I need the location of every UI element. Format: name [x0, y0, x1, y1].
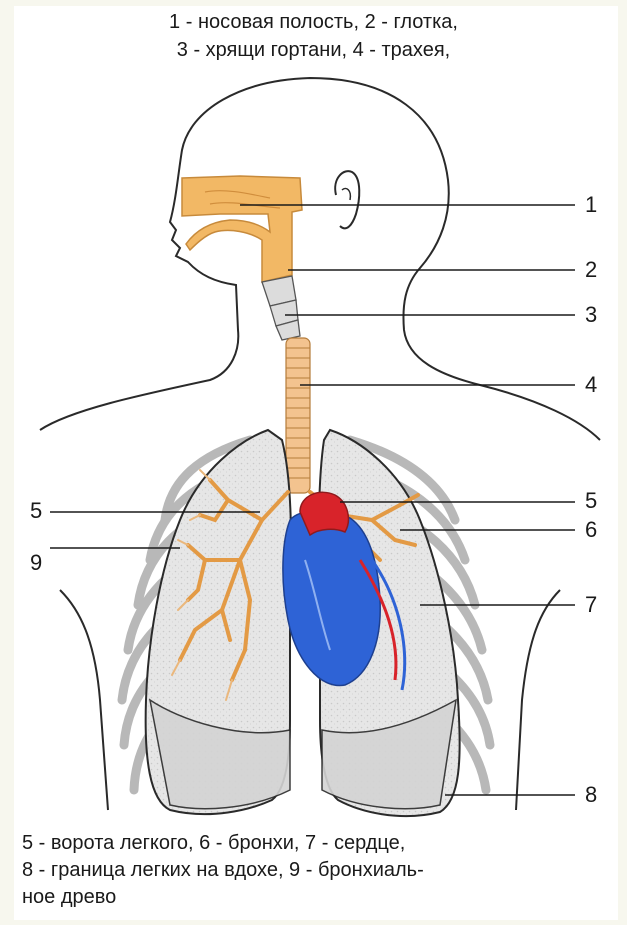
larynx-cartilage	[262, 276, 300, 340]
label-1: 1	[585, 192, 597, 217]
caption-bottom-line-2: 8 - граница легких на вдохе, 9 - бронхиа…	[22, 857, 622, 883]
caption-bottom-line-1: 5 - ворота легкого, 6 - бронхи, 7 - серд…	[22, 830, 622, 856]
label-3: 3	[585, 302, 597, 327]
label-8: 8	[585, 782, 597, 807]
label-7: 7	[585, 592, 597, 617]
label-6: 6	[585, 517, 597, 542]
ear	[335, 171, 359, 228]
label-9: 9	[30, 550, 42, 575]
label-4: 4	[585, 372, 597, 397]
nasal-cavity	[182, 176, 302, 282]
label-2: 2	[585, 257, 597, 282]
label-5-left: 5	[30, 498, 42, 523]
trachea	[286, 338, 310, 493]
caption-bottom-line-3: ное древо	[22, 884, 622, 910]
label-5-right: 5	[585, 488, 597, 513]
